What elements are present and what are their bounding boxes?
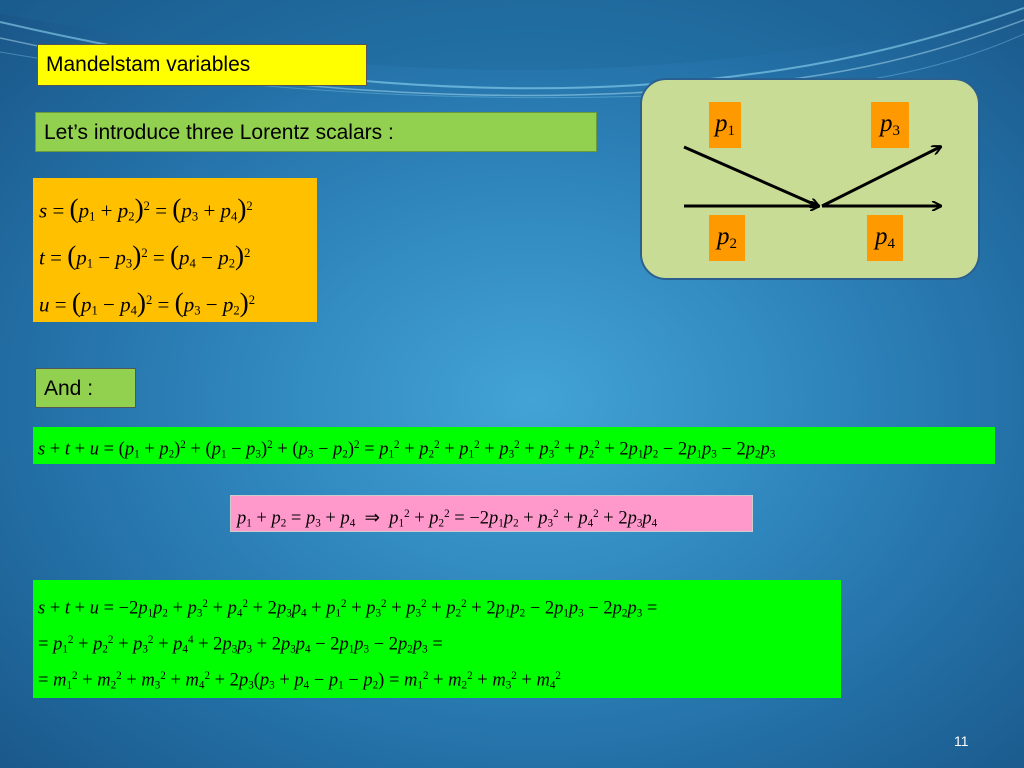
derivation-line-3: = m12 + m22 + m32 + m42 + 2p3(p3 + p4 − … [38,670,561,692]
label-p1: p1 [709,102,741,148]
derivation-line-2: = p12 + p22 + p32 + p44 + 2p3p3 + 2p3p4 … [38,634,443,656]
stu-sum-line: s + t + u = (p1 + p2)2 + (p1 − p3)2 + (p… [38,439,776,461]
scattering-arrows [683,80,982,282]
momentum-conservation-line: p1 + p2 = p3 + p4 ⇒ p12 + p22 = −2p1p2 +… [237,508,658,530]
arrow-p1-in [683,145,818,206]
t-definition: t = (p1 − p3)2 = (p4 − p2)2 [39,240,251,271]
u-definition: u = (p1 − p4)2 = (p3 − p2)2 [39,287,256,318]
intro-text: Let’s introduce three Lorentz scalars : [35,112,597,152]
s-definition: s = (p1 + p2)2 = (p3 + p4)2 [39,193,253,224]
page-number: 11 [954,733,969,749]
stu-sum-equation: s + t + u = (p1 + p2)2 + (p1 − p3)2 + (p… [33,427,995,464]
label-p2: p2 [709,215,745,261]
label-p3: p3 [871,102,909,148]
momentum-conservation: p1 + p2 = p3 + p4 ⇒ p12 + p22 = −2p1p2 +… [230,495,753,532]
stu-derivation: s + t + u = −2p1p2 + p32 + p42 + 2p3p4 +… [33,580,841,698]
arrow-p3-out [821,147,940,208]
label-p4: p4 [867,215,903,261]
derivation-line-1: s + t + u = −2p1p2 + p32 + p42 + 2p3p4 +… [38,598,658,620]
slide-title: Mandelstam variables [37,44,367,86]
and-label: And : [35,368,136,408]
scattering-diagram: p1 p3 p2 p4 [640,78,980,280]
mandelstam-definitions: s = (p1 + p2)2 = (p3 + p4)2 t = (p1 − p3… [33,178,317,322]
